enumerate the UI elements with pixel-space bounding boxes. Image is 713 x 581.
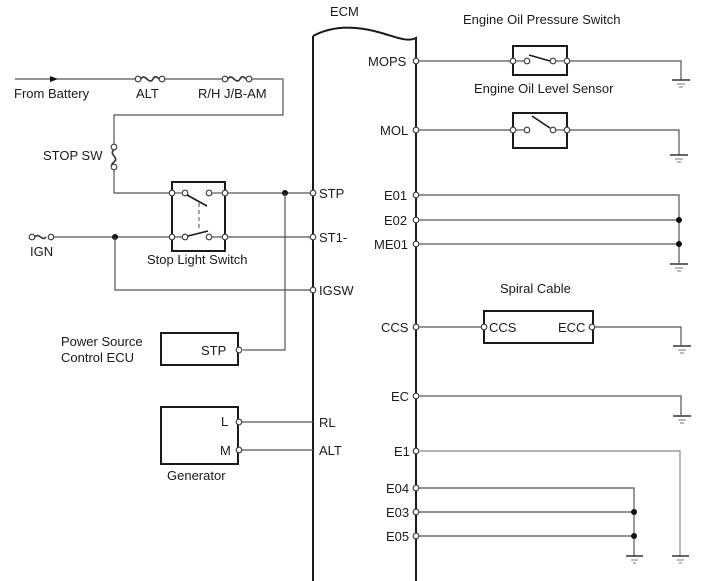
pin-mol: MOL — [380, 123, 408, 138]
pin-e01: E01 — [384, 188, 407, 203]
fuse-alt-label: ALT — [136, 86, 159, 101]
fuse-icon — [221, 75, 253, 83]
pin-st1-terminal — [309, 233, 317, 241]
wire-stp-to-psecu — [243, 193, 286, 351]
switch-body — [171, 181, 226, 252]
spiral-pin-ccs: CCS — [489, 320, 517, 335]
from-battery-label: From Battery — [14, 86, 90, 101]
fuse-rhjb-label: R/H J/B-AM — [198, 86, 267, 101]
oil-pressure-switch-label: Engine Oil Pressure Switch — [463, 12, 621, 27]
ground-icon — [670, 263, 688, 272]
pin-ccs: CCS — [381, 320, 409, 335]
engine-oil-level-sensor: Engine Oil Level Sensor — [419, 81, 688, 163]
junction-dot — [631, 509, 637, 515]
pin-ec: EC — [391, 389, 409, 404]
pin-igsw-terminal — [309, 286, 317, 294]
pin-alt: ALT — [319, 443, 342, 458]
stop-sw-label: STOP SW — [43, 148, 103, 163]
ground-icon — [673, 345, 691, 354]
junction-dot — [676, 241, 682, 247]
wire-mol-ground — [570, 129, 680, 155]
wire-mops-ground — [570, 60, 682, 80]
pin-rl: RL — [319, 415, 336, 430]
psecu-label-line1: Power Source — [61, 334, 143, 349]
psecu-label-line2: Control ECU — [61, 350, 134, 365]
switch-blade — [528, 54, 551, 62]
ground-icon — [670, 154, 688, 163]
generator-pin-m: M — [220, 443, 231, 458]
pin-mops: MOPS — [368, 54, 407, 69]
junction-dot — [631, 533, 637, 539]
pin-st1: ST1- — [319, 230, 347, 245]
ecm-block: ECM — [312, 4, 417, 581]
ground-icon — [626, 555, 643, 564]
ecm-right-pins: MOPS MOL E01 E02 ME01 CCS EC E1 E04 E03 … — [368, 54, 420, 544]
pin-me01: ME01 — [374, 237, 408, 252]
ground-group-e1 — [419, 450, 689, 564]
battery-feed: From Battery ALT R/H J/B-AM — [14, 75, 284, 145]
ground-group-e01 — [419, 194, 688, 272]
ground-group-e04 — [419, 487, 643, 564]
switch-blade — [531, 115, 551, 129]
power-source-control-ecu: STP Power Source Control ECU — [61, 332, 243, 366]
pin-igsw: IGSW — [319, 283, 354, 298]
spiral-cable-label: Spiral Cable — [500, 281, 571, 296]
ground-icon — [672, 555, 689, 564]
psecu-pin-stp: STP — [201, 343, 226, 358]
wire-ecc-ground — [595, 326, 682, 345]
stop-light-switch: Stop Light Switch — [147, 181, 247, 267]
stop-sw-fuse: STOP SW — [43, 143, 118, 171]
pin-e02: E02 — [384, 213, 407, 228]
ground-icon — [673, 415, 691, 424]
ground-group-ec — [419, 395, 691, 424]
generator-label: Generator — [167, 468, 226, 483]
ground-icon — [672, 79, 690, 88]
ecm-left-pins: STP ST1- IGSW RL ALT — [309, 186, 354, 458]
generator: L M Generator — [160, 406, 243, 483]
ign-fuse: IGN — [28, 233, 55, 259]
pin-stp: STP — [319, 186, 344, 201]
switch-blade — [187, 230, 209, 237]
generator-pin-l: L — [221, 414, 228, 429]
spiral-pin-ecc: ECC — [558, 320, 585, 335]
pin-e03: E03 — [386, 505, 409, 520]
ecm-title: ECM — [330, 4, 359, 19]
fuse-icon — [134, 75, 166, 83]
fuse-icon — [34, 234, 47, 240]
oil-level-sensor-label: Engine Oil Level Sensor — [474, 81, 614, 96]
wire-stop-to-switch — [113, 170, 170, 194]
pin-e1: E1 — [394, 444, 410, 459]
pin-e05: E05 — [386, 529, 409, 544]
engine-oil-pressure-switch: Engine Oil Pressure Switch — [419, 12, 690, 88]
ign-label: IGN — [30, 244, 53, 259]
pin-e04: E04 — [386, 481, 409, 496]
switch-blade — [186, 194, 208, 207]
arrow-icon — [50, 76, 58, 82]
stop-light-switch-label: Stop Light Switch — [147, 252, 247, 267]
junction-dot — [676, 217, 682, 223]
ecm-right-edge — [312, 26, 417, 581]
spiral-cable: Spiral Cable CCS ECC — [419, 281, 691, 354]
pin-stp-terminal — [309, 189, 317, 197]
wire-igsw — [114, 237, 310, 291]
wire-to-stop-fuse — [113, 78, 284, 145]
